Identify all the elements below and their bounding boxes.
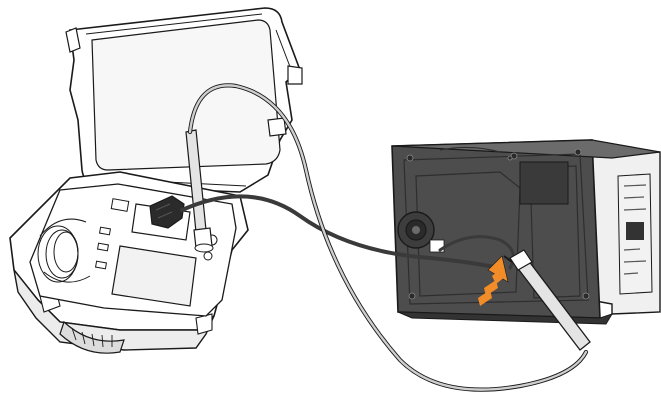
device-unit (392, 140, 660, 324)
device-barcode (626, 222, 644, 240)
lid-hinge-top (268, 118, 286, 136)
device-spindle (398, 212, 434, 248)
base-latch-right (196, 314, 212, 334)
device-chip (520, 162, 568, 204)
case-lid-inner (92, 20, 280, 170)
lid-latch-right (288, 66, 302, 84)
